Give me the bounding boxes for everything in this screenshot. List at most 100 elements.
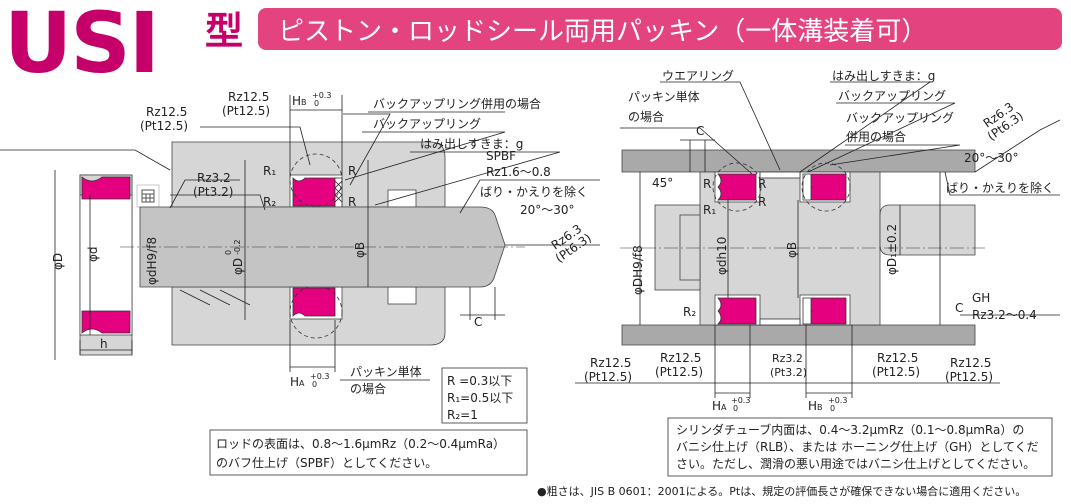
right-ha-tol-up: +0.3: [731, 396, 750, 405]
right-r-a: R: [703, 177, 711, 191]
right-backup-ring-label: バックアップリング: [838, 89, 946, 103]
title-banner: [258, 8, 1062, 50]
left-packing-only-1: パッキン単体: [350, 365, 422, 379]
svg-text:Rz3.2: Rz3.2: [772, 352, 803, 365]
left-r2: R₂: [263, 195, 276, 209]
svg-text:(Pt3.2): (Pt3.2): [770, 366, 807, 379]
wear-ring-label: ウエアリング: [662, 69, 734, 83]
right-seal-3: [717, 297, 757, 325]
right-phi-DH9f8: φDH9/f8: [631, 245, 645, 295]
type-char: 型: [205, 9, 243, 53]
right-angle: 20°～30°: [964, 151, 1019, 165]
rod-note-0: ロッドの表面は、0.8～1.6μmRz（0.2～0.4μmRa）: [216, 437, 505, 451]
model-title: USI: [4, 0, 158, 92]
left-hb-tol-low: 0: [314, 99, 319, 108]
bottom-rz-1: Rz12.5(Pt12.5): [655, 351, 703, 379]
table-icon[interactable]: [136, 184, 160, 208]
left-phi-B: φB: [353, 242, 367, 258]
cylinder-note-0: シリンダチューブ内面は、0.4～3.2μmRz（0.1～0.8μmRa）の: [676, 422, 1024, 437]
rod-note-1: のバフ仕上げ（SPBF）としてください。: [216, 456, 437, 470]
bottom-rz-0: Rz12.5(Pt12.5): [584, 356, 632, 384]
svg-text:Rz12.5: Rz12.5: [590, 356, 631, 370]
left-rz-a2: Rz12.5: [228, 90, 269, 104]
left-phi-D-tol-low: -0.2: [233, 239, 242, 255]
right-rz-top: Rz6.3 (Pt6.3): [981, 100, 1026, 144]
left-rz-a1: Rz12.5: [146, 105, 187, 119]
seal-phi-D: φD: [51, 253, 65, 270]
right-packing-only-2: の場合: [628, 109, 664, 124]
svg-text:Rz12.5: Rz12.5: [950, 356, 991, 370]
left-r1: R₁: [263, 164, 276, 178]
banner-text: ピストン・ロッドシール両用パッキン（一体溝装着可）: [278, 17, 927, 47]
left-rz-b: Rz3.2: [197, 171, 231, 185]
seal-h: h: [100, 337, 108, 351]
cylinder-tube-top: [621, 149, 976, 173]
right-backup-combined-1: バックアップリング: [846, 111, 954, 125]
piston-seal-section: [575, 81, 1061, 398]
r-spec-box: [441, 367, 528, 424]
right-rod: [879, 204, 976, 256]
r-spec-1: R₁=0.5以下: [447, 391, 513, 405]
svg-text:Rz12.5: Rz12.5: [660, 351, 701, 365]
svg-text:(Pt12.5): (Pt12.5): [584, 370, 632, 384]
left-r-bottom: R: [348, 195, 356, 209]
right-seal-2: [808, 173, 847, 201]
right-seal-1: [717, 173, 757, 201]
rod-seal-section: φD φd h: [0, 95, 600, 372]
gh-label: GH: [972, 291, 990, 305]
left-phi-D-tol-up: 0: [224, 250, 233, 255]
left-r-top: R: [348, 164, 356, 178]
bottom-rz-2: Rz3.2(Pt3.2): [770, 352, 807, 379]
right-phi-D1: φD₁±0.2: [885, 224, 899, 275]
left-extrusion-gap-label: はみ出しすきま：g: [420, 137, 523, 151]
right-angle-45: 45°: [652, 176, 673, 190]
left-backup-ring-label: バックアップリング: [373, 117, 481, 131]
svg-text:(Pt12.5): (Pt12.5): [945, 370, 993, 384]
bottom-rz-4: Rz12.5(Pt12.5): [945, 356, 993, 384]
right-c-top: C: [696, 124, 704, 138]
bottom-rz-3: Rz12.5(Pt12.5): [872, 351, 920, 379]
cylinder-note-box: [667, 417, 1053, 477]
right-hb-dim: HB: [808, 399, 823, 413]
right-hb-tol-up: +0.3: [828, 396, 847, 405]
svg-text:Rz12.5: Rz12.5: [877, 351, 918, 365]
r-spec-0: R =0.3以下: [447, 374, 512, 388]
left-hb-tol-up: +0.3: [312, 91, 331, 100]
right-r-b: R: [758, 177, 766, 191]
svg-text:(Pt12.5): (Pt12.5): [655, 365, 703, 379]
right-ha-tol-low: 0: [733, 404, 738, 413]
right-seal-4: [808, 297, 847, 325]
wear-ring: [759, 171, 801, 179]
roughness-footnote: ●粗さは、JIS B 0601：2001による。Ptは、規定の評価長さが確保でき…: [537, 484, 1026, 498]
right-backup-ring: [802, 173, 812, 201]
right-r1: R₁: [703, 203, 716, 217]
left-phi-D: φD: [231, 258, 245, 275]
seal-profile: [54, 170, 133, 360]
left-ha-tol-low: 0: [312, 380, 317, 389]
svg-text:(Pt12.5): (Pt12.5): [872, 365, 920, 379]
right-backup-combined-2: 併用の場合: [846, 129, 906, 144]
left-pt-a1: (Pt12.5): [140, 119, 188, 133]
left-pt-b: (Pt3.2): [193, 185, 233, 199]
left-packing-only-2: の場合: [350, 381, 386, 396]
left-c: C: [474, 315, 482, 329]
left-phi-dh9f8: φdH9/f8: [145, 237, 159, 285]
left-pt-a2: (Pt12.5): [222, 104, 270, 118]
rod-note-box: [209, 429, 528, 476]
left-hb-dim: HB: [292, 94, 307, 108]
cylinder-note-1: バニシ仕上げ（RLB）、または ホーニング仕上げ（GH）としてくだ: [676, 440, 1039, 454]
right-deburr-label: ばり・かえりを除く: [946, 180, 1054, 195]
left-ha-tol-up: +0.3: [310, 372, 329, 381]
right-phi-B: φB: [785, 242, 799, 258]
r-spec-2: R₂=1: [447, 408, 478, 422]
right-r-c: R: [758, 195, 766, 209]
cylinder-note-2: さい。ただし、潤滑の悪い用途ではバニシ仕上げとしてください。: [676, 456, 1035, 471]
spbf-label: SPBF: [486, 149, 516, 163]
right-r2: R₂: [683, 305, 696, 319]
left-ha-dim: HA: [290, 375, 305, 389]
cylinder-tube-bottom: [621, 324, 976, 346]
gh-rz-label: Rz3.2～0.4: [972, 308, 1037, 322]
right-hb-tol-low: 0: [830, 404, 835, 413]
seal-phi-d: φd: [86, 246, 100, 262]
right-c-bottom: C: [955, 301, 963, 315]
